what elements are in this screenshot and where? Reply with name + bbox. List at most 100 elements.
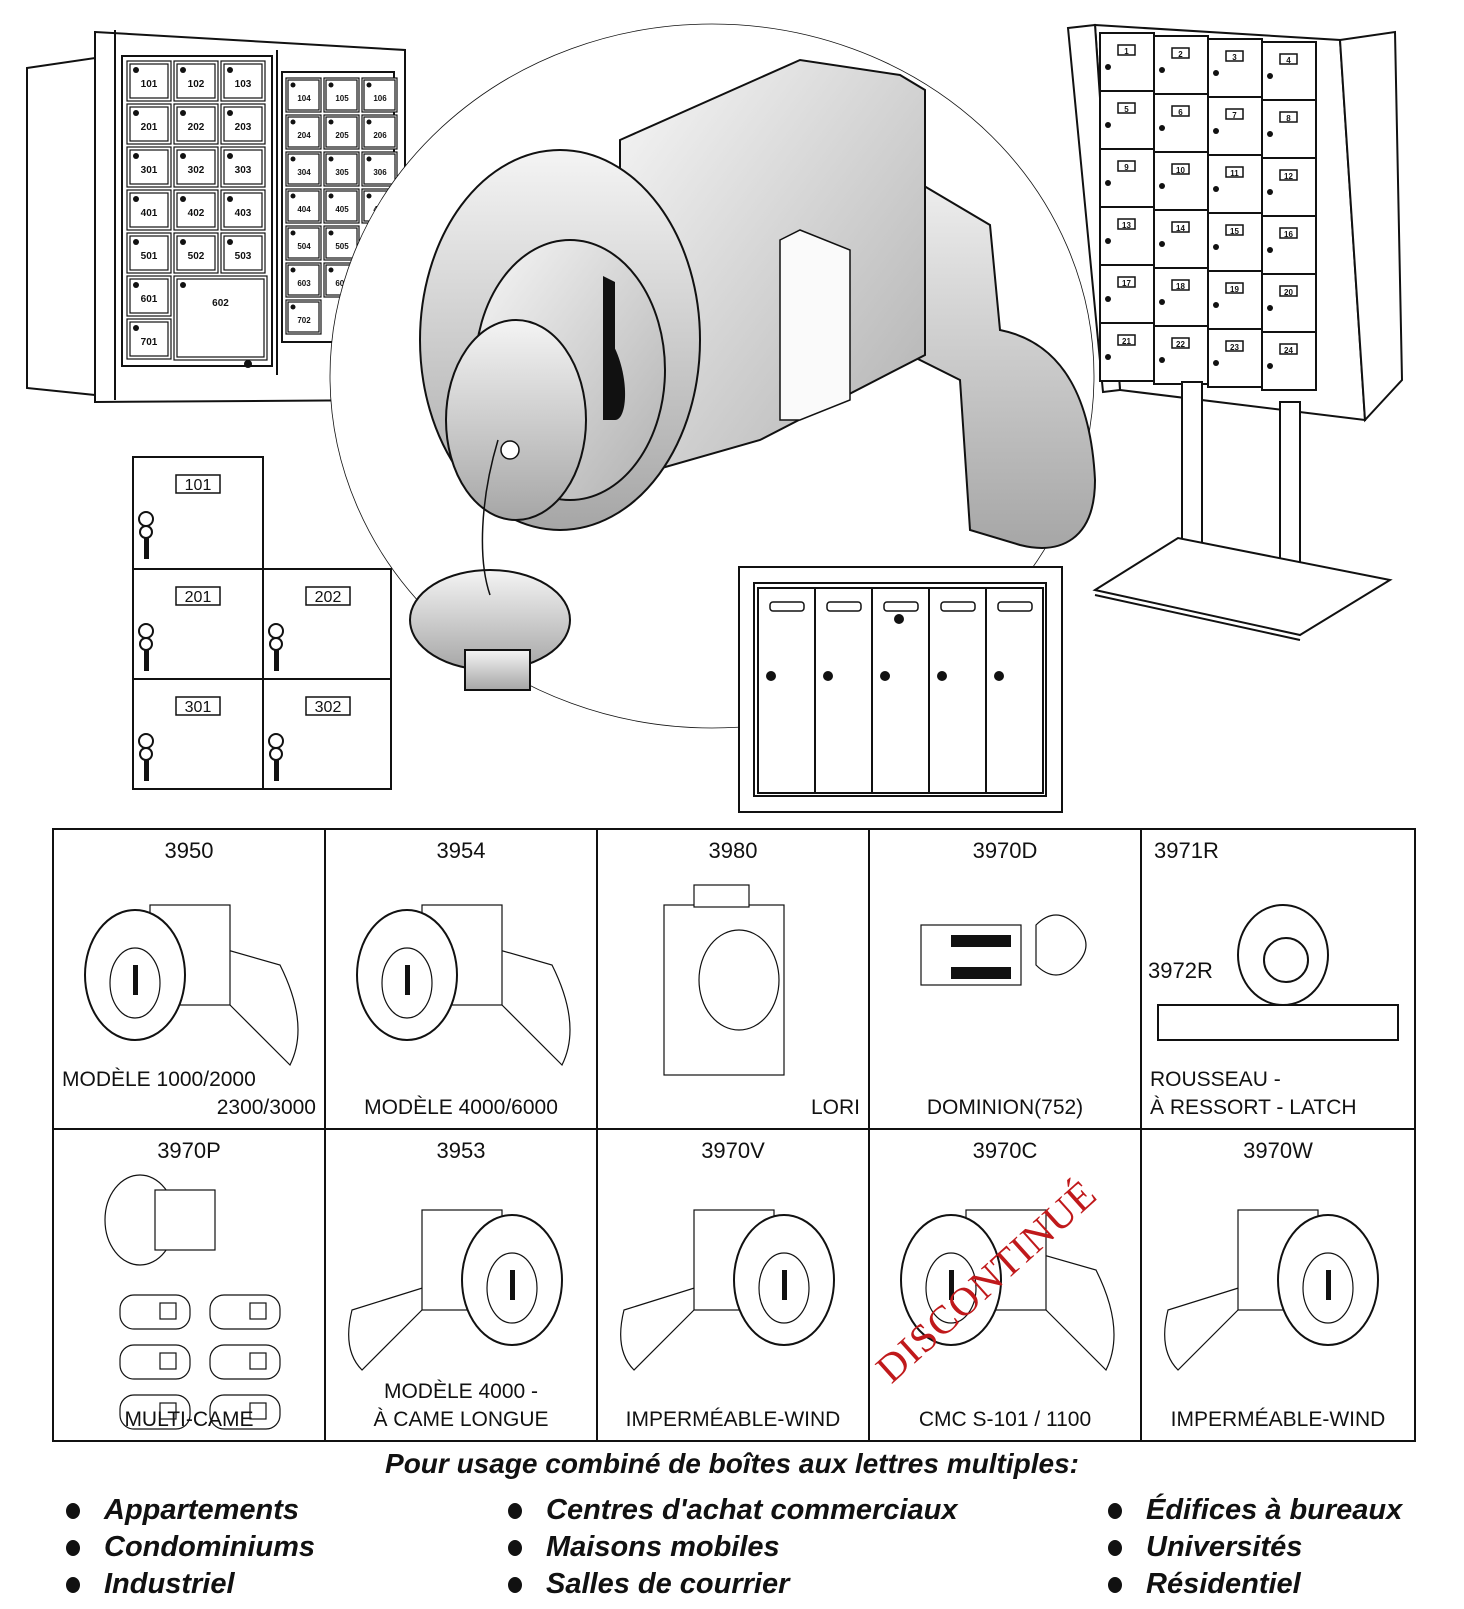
- model-code: 3980: [708, 838, 758, 863]
- model-caption: LORI: [606, 1094, 860, 1122]
- door-number: 101: [141, 79, 158, 90]
- door-number: 8: [1286, 114, 1291, 123]
- mailbox-door: [814, 587, 873, 794]
- caption-line: LORI: [810, 1096, 860, 1119]
- door-number: 16: [1284, 230, 1293, 239]
- lock-drawing: [900, 1209, 1115, 1372]
- door-number: 4: [1286, 56, 1291, 65]
- usage-item: Édifices à bureaux: [1098, 1492, 1402, 1529]
- mailbox-door: 503: [220, 232, 266, 274]
- bullet-icon: [66, 1503, 80, 1519]
- door-number: 6: [1178, 108, 1183, 117]
- lock-icon: [880, 671, 890, 681]
- usage-item-label: Universités: [1146, 1531, 1303, 1563]
- locker-number: 202: [315, 589, 342, 606]
- mailbox-door: 16: [1261, 215, 1317, 275]
- bullet-icon: [508, 1540, 522, 1556]
- caption-line: MODÈLE 1000/2000: [62, 1068, 256, 1091]
- door-number: 202: [188, 122, 205, 133]
- locker-number: 301: [185, 699, 212, 716]
- lock-drawing: [1164, 1209, 1379, 1371]
- usage-item-label: Condominiums: [104, 1531, 316, 1563]
- mailbox-door: 502: [173, 232, 219, 274]
- mailbox-door: 202: [173, 103, 219, 145]
- mailbox-door: 205: [323, 114, 360, 150]
- mailbox-door: 601: [126, 275, 172, 317]
- lock-drawing: [356, 904, 571, 1067]
- mailbox-door: 401: [126, 189, 172, 231]
- mailbox-door: 106: [361, 77, 398, 113]
- key-icon: [268, 623, 284, 671]
- bullet-icon: [1108, 1540, 1122, 1556]
- caption-line: IMPERMÉABLE-WIND: [625, 1408, 841, 1431]
- mailbox-door: 18: [1153, 267, 1209, 327]
- door-number: 502: [188, 251, 205, 262]
- mailbox-door: 201: [126, 103, 172, 145]
- bullet-icon: [508, 1503, 522, 1519]
- door-number: 105: [335, 94, 349, 103]
- locker-door: 201: [138, 586, 221, 671]
- door-number: 20: [1284, 288, 1293, 297]
- mailbox-door: 24: [1261, 331, 1317, 391]
- mailbox-door: 11: [1207, 154, 1263, 214]
- lock-drawing: [84, 904, 299, 1067]
- locker-door: 301: [138, 696, 221, 781]
- locker-number: 302: [315, 699, 342, 716]
- mailbox-door: [757, 587, 816, 794]
- model-code: 3950: [164, 838, 214, 863]
- mailbox-door: 12: [1261, 157, 1317, 217]
- mailbox-door: 402: [173, 189, 219, 231]
- mailbox-door: 302: [173, 146, 219, 188]
- usage-item: Condominiums: [56, 1529, 315, 1566]
- door-number: 402: [188, 208, 205, 219]
- mailbox-door: [985, 587, 1044, 794]
- locker-number: 201: [185, 589, 212, 606]
- usage-item-label: Industriel: [104, 1568, 235, 1600]
- door-number: 14: [1176, 224, 1185, 233]
- caption-line: CMC S-101 / 1100: [918, 1408, 1092, 1431]
- door-number: 1: [1124, 47, 1129, 56]
- model-code: 3971R: [1154, 838, 1219, 863]
- door-number: 22: [1176, 340, 1185, 349]
- door-number: 203: [235, 122, 252, 133]
- model-caption: ROUSSEAU -À RESSORT - LATCH: [1150, 1066, 1406, 1122]
- caption-line: DOMINION(752): [926, 1096, 1084, 1119]
- door-number: 304: [297, 168, 311, 177]
- door-number: 102: [188, 79, 205, 90]
- bullet-icon: [66, 1577, 80, 1593]
- mailbox-door: 204: [285, 114, 322, 150]
- model-code: 3954: [436, 838, 486, 863]
- mailbox-door: 602: [173, 275, 268, 361]
- model-code: 3970D: [972, 838, 1038, 863]
- key-icon: [138, 511, 154, 559]
- model-code-secondary: 3972R: [1148, 958, 1213, 983]
- lock-icon: [823, 671, 833, 681]
- mailbox-door: 4: [1261, 41, 1317, 101]
- bullet-icon: [1108, 1503, 1122, 1519]
- locker-door: 101: [138, 474, 221, 559]
- mailbox-door: 306: [361, 151, 398, 187]
- lock-drawing: [620, 1209, 835, 1371]
- usage-item-label: Maisons mobiles: [546, 1531, 780, 1563]
- door-number: 7: [1232, 111, 1237, 120]
- mailbox-door: 203: [220, 103, 266, 145]
- mailbox-door: 405: [323, 188, 360, 224]
- mailbox-door: 504: [285, 225, 322, 261]
- model-caption: CMC S-101 / 1100: [878, 1406, 1132, 1434]
- model-code: 3970C: [972, 1138, 1038, 1163]
- door-number: 702: [297, 316, 311, 325]
- door-number: 104: [297, 94, 311, 103]
- mailbox-door: 14: [1153, 209, 1209, 269]
- door-number: 604: [335, 279, 349, 288]
- caption-line: MULTI-CAME: [124, 1408, 254, 1431]
- model-caption: MODÈLE 4000/6000: [334, 1094, 588, 1122]
- door-number: 5: [1124, 105, 1129, 114]
- catalog-cell-3971r: 3971R 3972R ROUSSEAU -À RESSORT - LATCH: [1142, 830, 1414, 1130]
- usage-item: Maisons mobiles: [498, 1529, 957, 1566]
- mailbox-door: 403: [220, 189, 266, 231]
- door-number: 602: [212, 298, 229, 309]
